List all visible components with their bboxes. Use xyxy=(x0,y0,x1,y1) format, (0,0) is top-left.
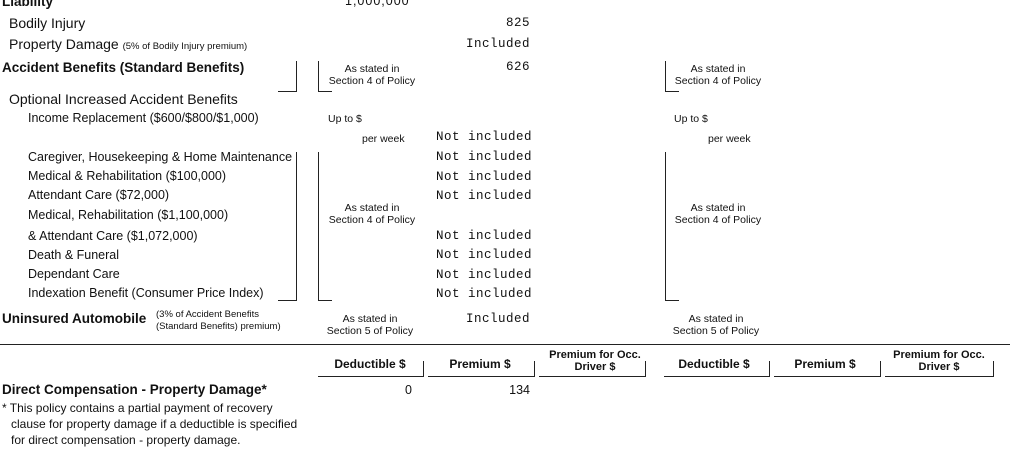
col-premium2-header: Premium $ xyxy=(794,357,856,371)
property-damage-note: (5% of Bodily Injury premium) xyxy=(122,41,248,52)
liability-limit: 1,000,000 xyxy=(345,0,410,8)
ab-occ-bracket-bottom xyxy=(665,91,679,92)
ab-limit-line2: Section 4 of Policy xyxy=(328,75,416,87)
opt-item-death-premium: Not included xyxy=(436,248,533,262)
uninsured-heading: Uninsured Automobile xyxy=(2,311,147,326)
property-damage-label: Property Damage (5% of Bodily Injury pre… xyxy=(9,36,248,52)
opt-item-attendant: Attendant Care ($72,000) xyxy=(28,188,170,202)
opt-item-medical-premium: Not included xyxy=(436,170,533,184)
opt-occ-line2: Section 4 of Policy xyxy=(674,214,762,226)
section-divider xyxy=(0,344,1010,345)
opt-item-medical: Medical & Rehabilitation ($100,000) xyxy=(28,169,227,183)
property-damage-premium: Included xyxy=(465,37,530,51)
accident-benefits-heading: Accident Benefits (Standard Benefits) xyxy=(2,60,245,75)
opt-occ-line1: As stated in xyxy=(690,202,746,214)
ab-limit-bracket-bottom xyxy=(318,91,332,92)
ab-occ-bracket-left xyxy=(665,61,666,92)
uninsured-premium: Included xyxy=(465,312,530,326)
col-occ-tick xyxy=(645,361,646,376)
col-deductible2-underline xyxy=(664,376,770,377)
ab-occ-line1: As stated in xyxy=(690,63,746,75)
uninsured-note-line1: (3% of Accident Benefits xyxy=(156,309,259,320)
ab-bracket-bottom xyxy=(278,91,297,92)
opt-item-death: Death & Funeral xyxy=(28,248,120,262)
ab-occ-line2: Section 4 of Policy xyxy=(674,75,762,87)
opt-limit-bracket-left xyxy=(318,152,319,301)
property-damage-text: Property Damage xyxy=(9,36,119,52)
opt-item-caregiver-premium: Not included xyxy=(436,150,533,164)
col-premium-underline xyxy=(428,376,535,377)
col-deductible-header: Deductible $ xyxy=(334,357,406,371)
opt-occ-bracket-bottom xyxy=(665,300,679,301)
col-occ2-underline xyxy=(885,376,994,377)
col-deductible-underline xyxy=(318,376,424,377)
col-occ-underline xyxy=(539,376,646,377)
footnote-line3: for direct compensation - property damag… xyxy=(11,433,241,447)
opt-bracket-bottom xyxy=(278,300,297,301)
ab-bracket-right xyxy=(296,61,297,92)
opt-limit-bracket-bottom xyxy=(318,300,332,301)
direct-comp-deductible: 0 xyxy=(405,383,412,397)
opt-limit-line1: As stated in xyxy=(344,202,400,214)
optional-heading: Optional Increased Accident Benefits xyxy=(9,91,238,107)
col-occ-line2: Driver $ xyxy=(574,360,616,373)
opt-limit-line2: Section 4 of Policy xyxy=(328,214,416,226)
ab-limit-line1: As stated in xyxy=(344,63,400,75)
col-occ2-line2: Driver $ xyxy=(918,360,960,373)
direct-comp-heading: Direct Compensation - Property Damage* xyxy=(2,382,267,397)
col-premium2-underline xyxy=(774,376,881,377)
footnote-line1: * This policy contains a partial payment… xyxy=(2,401,273,415)
ab-premium: 626 xyxy=(505,60,530,74)
col-occ-header: Premium for Occ. Driver $ xyxy=(540,349,650,373)
uninsured-limit-line1: As stated in xyxy=(342,313,398,325)
income-up-to: Up to $ xyxy=(328,113,362,125)
col-deductible2-header: Deductible $ xyxy=(678,357,750,371)
col-occ2-header: Premium for Occ. Driver $ xyxy=(884,349,994,373)
col-premium-tick xyxy=(534,361,535,376)
col-deductible-tick xyxy=(423,361,424,376)
opt-item-att-care-premium: Not included xyxy=(436,229,533,243)
opt-item-indexation: Indexation Benefit (Consumer Price Index… xyxy=(28,286,264,300)
ab-limit-bracket-left xyxy=(318,61,319,92)
opt-item-dependant-premium: Not included xyxy=(436,268,533,282)
liability-heading: Liability xyxy=(2,0,54,9)
opt-item-caregiver: Caregiver, Housekeeping & Home Maintenan… xyxy=(28,150,293,164)
income-premium: Not included xyxy=(436,130,533,144)
col-premium-header: Premium $ xyxy=(449,357,511,371)
income-occ-per-week: per week xyxy=(708,133,751,145)
uninsured-occ-line2: Section 5 of Policy xyxy=(672,325,760,337)
income-per-week: per week xyxy=(362,133,405,145)
opt-item-dependant: Dependant Care xyxy=(28,267,120,281)
col-deductible2-tick xyxy=(769,361,770,376)
col-occ-line1: Premium for Occ. xyxy=(549,349,641,361)
opt-bracket-right xyxy=(296,152,297,301)
col-premium2-tick xyxy=(880,361,881,376)
opt-item-indexation-premium: Not included xyxy=(436,287,533,301)
opt-occ-bracket-left xyxy=(665,152,666,301)
opt-item-med-rehab: Medical, Rehabilitation ($1,100,000) xyxy=(28,208,229,222)
direct-comp-premium: 134 xyxy=(509,383,530,397)
opt-item-attendant-premium: Not included xyxy=(436,189,533,203)
income-occ-up-to: Up to $ xyxy=(674,113,708,125)
opt-item-att-care: & Attendant Care ($1,072,000) xyxy=(28,229,198,243)
footnote-line2: clause for property damage if a deductib… xyxy=(11,417,298,431)
bodily-injury-label: Bodily Injury xyxy=(9,15,86,31)
bodily-injury-premium: 825 xyxy=(505,16,530,30)
uninsured-occ-line1: As stated in xyxy=(688,313,744,325)
uninsured-limit-line2: Section 5 of Policy xyxy=(326,325,414,337)
col-occ2-tick xyxy=(993,361,994,376)
col-occ2-line1: Premium for Occ. xyxy=(893,349,985,361)
income-replacement-label: Income Replacement ($600/$800/$1,000) xyxy=(28,111,259,125)
uninsured-note-line2: (Standard Benefits) premium) xyxy=(156,321,281,332)
